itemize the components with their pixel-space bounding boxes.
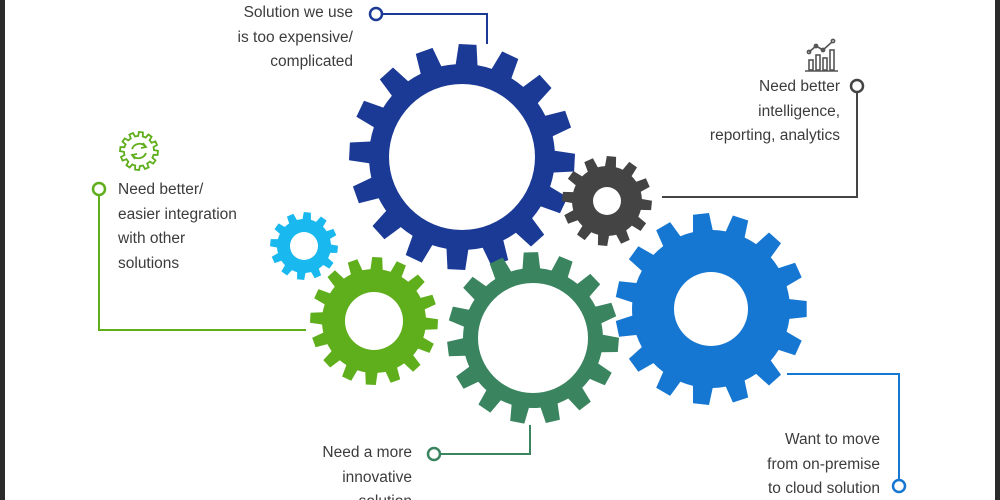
connector-intelligence-dot	[849, 78, 865, 94]
gear-sky	[270, 212, 338, 280]
label-integration-line-2: easier integration	[118, 205, 237, 223]
label-intelligence-line-2: intelligence,	[758, 102, 840, 120]
gear-green	[447, 252, 619, 424]
label-expensive-line-3: complicated	[270, 53, 353, 70]
gear-lime	[310, 257, 438, 385]
label-cloud-line-3: to cloud solution	[767, 480, 880, 497]
label-integration-line-3: with other	[118, 230, 186, 247]
left-frame-edge	[0, 0, 5, 500]
label-expensive: Solution we use is too expensive/ compli…	[238, 1, 353, 75]
connector-innovative	[441, 425, 531, 455]
label-integration: Need better/ easier integration with oth…	[118, 178, 237, 276]
refresh-gear-icon-outline	[119, 131, 159, 171]
connector-top	[382, 13, 488, 44]
connector-cloud-dot	[891, 478, 907, 494]
bar-chart-trend-icon	[805, 38, 838, 72]
label-integration-line-1: Need better/	[118, 181, 204, 198]
connector-intelligence	[662, 92, 858, 198]
label-cloud-line-2: from on-premise	[767, 455, 880, 473]
label-expensive-line-2: is too expensive/	[237, 28, 353, 46]
gear-navy	[349, 44, 575, 270]
refresh-gear-icon	[119, 131, 159, 171]
label-intelligence-line-1: Need better	[759, 78, 840, 95]
label-cloud-line-1: Want to move	[784, 431, 880, 448]
label-intelligence: Need better intelligence, reporting, ana…	[710, 75, 840, 149]
label-innovative-line-1: Need a more	[322, 444, 412, 461]
gear-blue	[615, 213, 807, 405]
label-innovative-line-3: solution	[322, 490, 412, 500]
connector-top-dot	[368, 6, 384, 22]
label-intelligence-line-3: reporting, analytics	[709, 127, 840, 144]
label-innovative: Need a more innovative solution	[322, 441, 412, 500]
label-integration-line-4: solutions	[118, 254, 180, 272]
connector-innovative-dot	[426, 446, 442, 462]
label-cloud: Want to move from on-premise to cloud so…	[767, 428, 880, 500]
connector-cloud	[787, 373, 900, 479]
connector-integration-dot	[91, 181, 107, 197]
label-expensive-line-1: Solution we use	[243, 4, 353, 21]
label-innovative-line-2: innovative	[342, 468, 412, 486]
gear-dark-gray	[562, 156, 652, 246]
connector-integration	[98, 195, 306, 331]
right-frame-edge	[995, 0, 1000, 500]
